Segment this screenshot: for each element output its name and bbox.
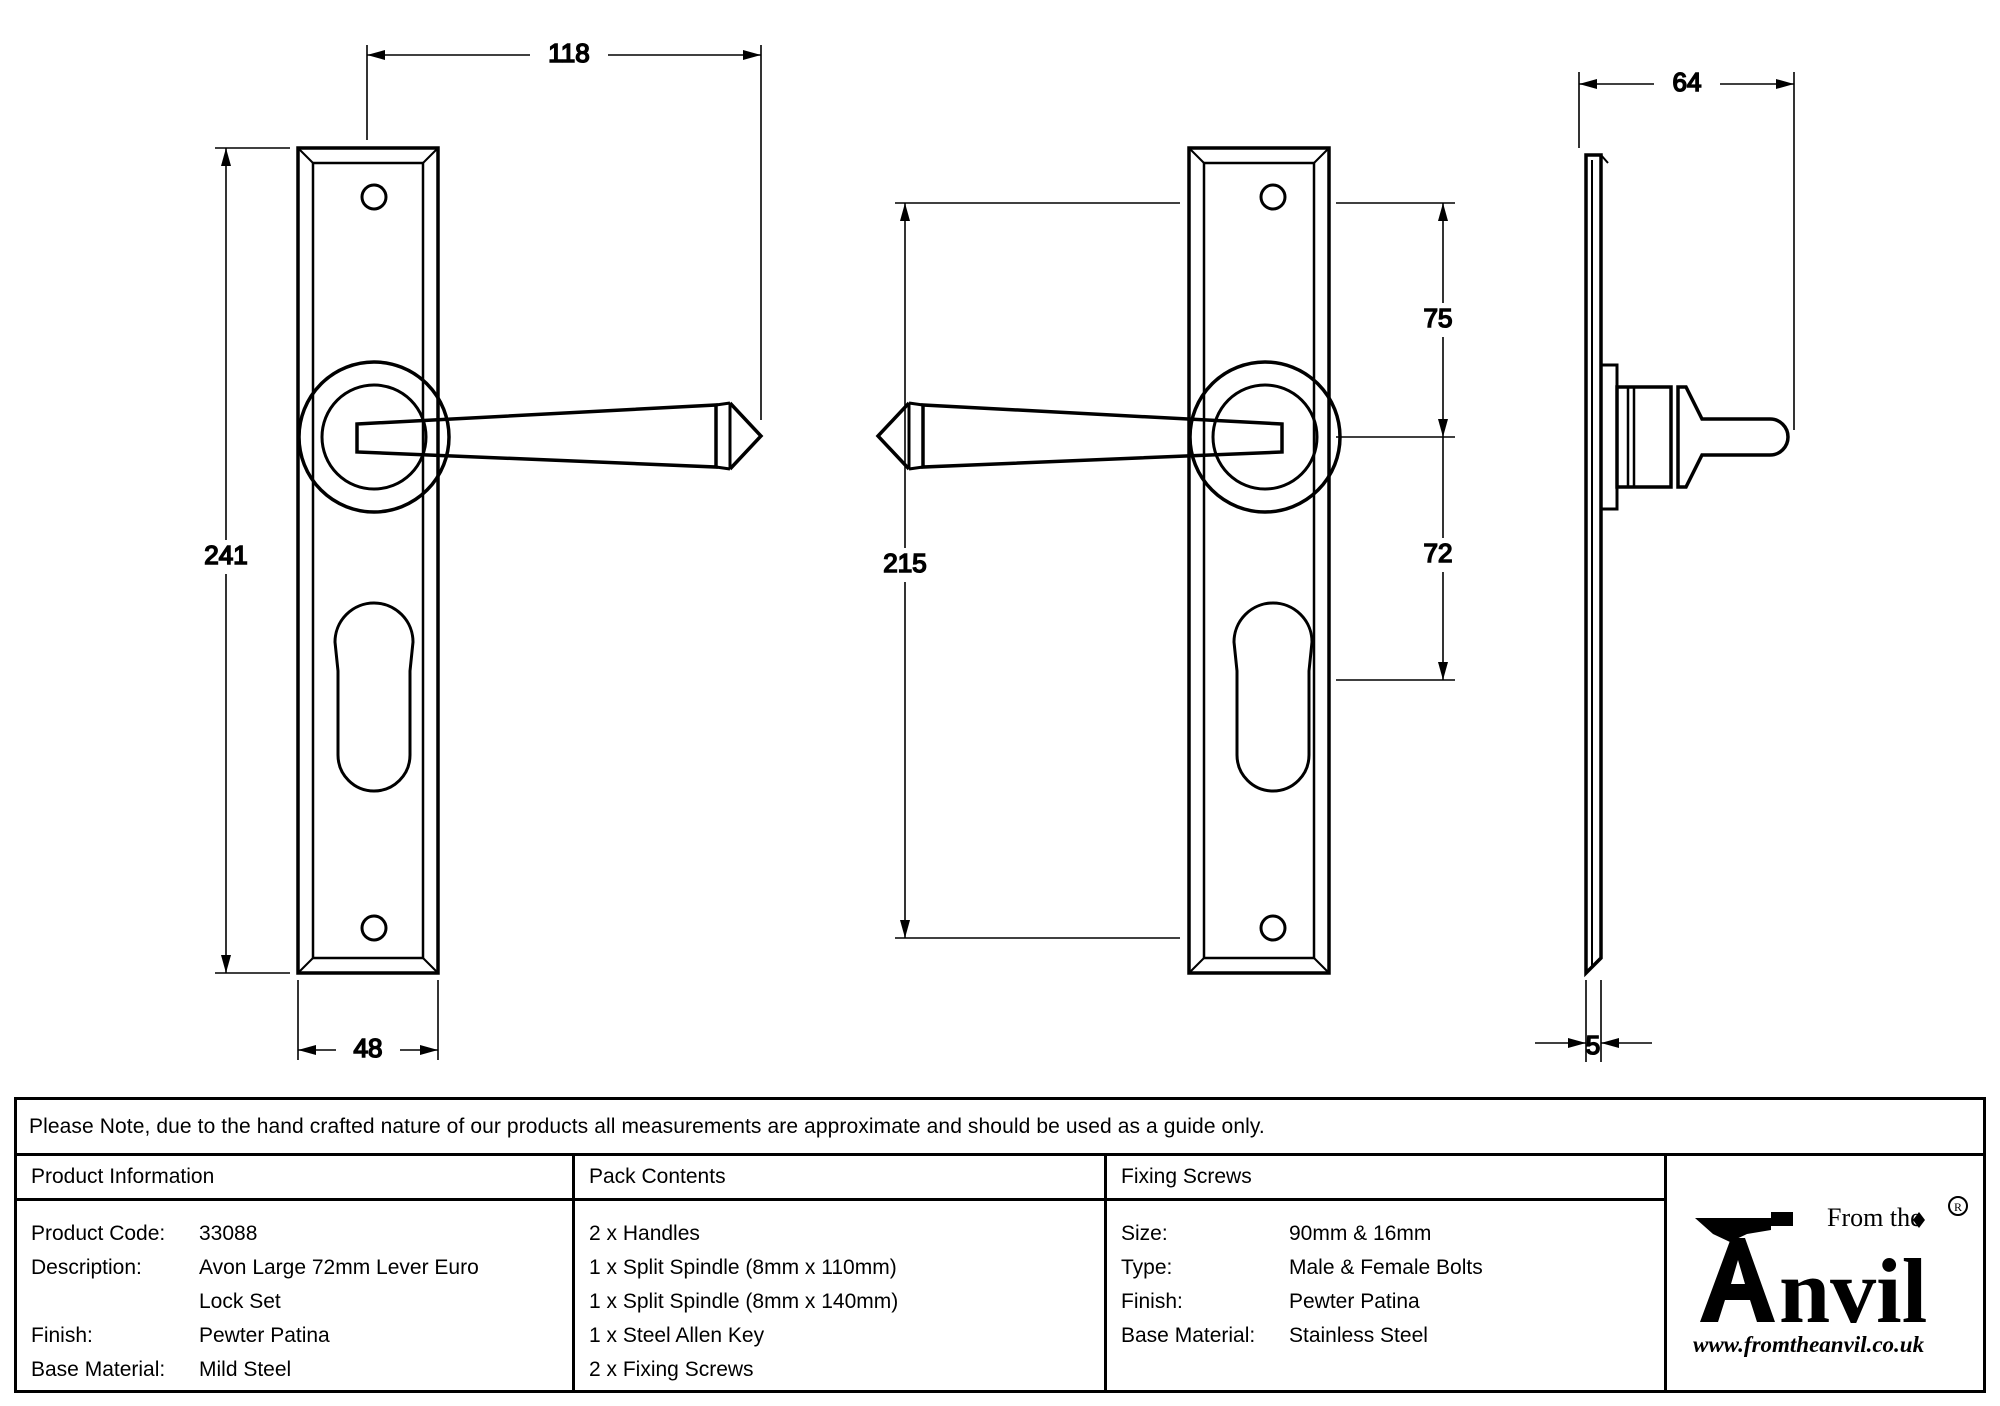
rose-inner-right: [1211, 383, 1319, 491]
fixing-screws-heading: Fixing Screws: [1107, 1156, 1664, 1201]
dim-label-75: 75: [1424, 303, 1453, 333]
dimensions-left-view: 118 241 48: [188, 37, 762, 1067]
side-plate-edge: [1584, 153, 1603, 978]
list-item: 2 x Fixing Screws: [589, 1358, 754, 1381]
rose-inner-left: [320, 383, 428, 491]
product-information-heading: Product Information: [17, 1156, 572, 1201]
screw-base-material-label: Base Material:: [1121, 1324, 1256, 1347]
screw-size-label: Size:: [1121, 1222, 1168, 1245]
screw-finish-label: Finish:: [1121, 1290, 1183, 1313]
table-row: Finish: Pewter Patina: [1121, 1285, 1664, 1319]
description-label-continuation: [31, 1285, 199, 1319]
logo-website-url: www.fromtheanvil.co.uk: [1693, 1332, 1925, 1357]
dim-label-64: 64: [1673, 67, 1702, 97]
side-profile-view: [1584, 153, 1790, 978]
side-rose-barrel: [1615, 385, 1673, 489]
finish-label: Finish:: [31, 1324, 93, 1347]
logo-from-the: From the: [1827, 1203, 1922, 1232]
dim-label-118: 118: [548, 38, 589, 68]
column-brand-logo: nvil From the R www.fromtheanvil.co.uk: [1667, 1156, 1983, 1393]
list-item: 1 x Split Spindle (8mm x 140mm): [589, 1290, 899, 1313]
fixing-hole-bottom-left: [360, 914, 388, 942]
dim-label-215: 215: [883, 548, 926, 578]
lever-tip-right: [875, 401, 911, 471]
list-item: 1 x Steel Allen Key: [589, 1324, 765, 1347]
table-row: Base Material: Mild Steel: [31, 1353, 572, 1387]
table-row: Description: Avon Large 72mm Lever Euro: [31, 1251, 572, 1285]
front-view-left-hand: [296, 146, 764, 975]
screw-finish-value: Pewter Patina: [1289, 1290, 1420, 1313]
table-row: Lock Set: [31, 1285, 572, 1319]
table-row: Finish: Pewter Patina: [31, 1319, 572, 1353]
dim-label-72: 72: [1424, 538, 1453, 568]
dimensions-side-view: 64 5: [1535, 66, 1795, 1062]
euro-keyhole-left: [333, 601, 415, 793]
table-row: Base Material: Stainless Steel: [1121, 1319, 1664, 1353]
column-product-information: Product Information Product Code: 33088 …: [17, 1156, 575, 1393]
euro-keyhole-right: [1232, 601, 1314, 793]
lever-handle-left: [355, 403, 718, 469]
dimensions-right-view: 215 75 72: [865, 202, 1471, 939]
list-item: 1 x Split Spindle (8mm x 110mm): [589, 1256, 897, 1279]
screw-base-material-value: Stainless Steel: [1289, 1324, 1428, 1347]
backplate-bevel-right: [1202, 161, 1316, 960]
logo-letter-a: [1700, 1237, 1775, 1322]
table-row: Size: 90mm & 16mm: [1121, 1217, 1664, 1251]
side-lever: [1676, 385, 1790, 489]
lever-tip-left: [728, 401, 764, 471]
base-material-value: Mild Steel: [199, 1358, 292, 1381]
product-code-value: 33088: [199, 1222, 258, 1245]
description-value-line2: Lock Set: [199, 1290, 281, 1313]
backplate-outline-right: [1187, 146, 1331, 975]
column-fixing-screws: Fixing Screws Size: 90mm & 16mm Type: Ma…: [1107, 1156, 1667, 1393]
base-material-label: Base Material:: [31, 1358, 166, 1381]
brand-logo: nvil From the R www.fromtheanvil.co.uk: [1675, 1190, 1975, 1360]
logo-letters-nvil: nvil: [1779, 1240, 1927, 1342]
fixing-hole-top-right: [1259, 183, 1287, 211]
anvil-shape-icon: [1695, 1211, 1793, 1242]
screw-type-label: Type:: [1121, 1256, 1173, 1279]
backplate-outline-left: [296, 146, 440, 975]
description-value: Avon Large 72mm Lever Euro: [199, 1256, 479, 1279]
fixing-hole-bottom-right: [1259, 914, 1287, 942]
note-text: Please Note, due to the hand crafted nat…: [29, 1114, 1265, 1138]
description-label: Description:: [31, 1256, 142, 1279]
pack-contents-heading: Pack Contents: [575, 1156, 1104, 1201]
screw-type-value: Male & Female Bolts: [1289, 1256, 1483, 1279]
diamond-icon: [1913, 1211, 1925, 1228]
product-information-body: Product Code: 33088 Description: Avon La…: [17, 1201, 572, 1393]
fixing-screws-body: Size: 90mm & 16mm Type: Male & Female Bo…: [1107, 1201, 1664, 1393]
table-row: Type: Male & Female Bolts: [1121, 1251, 1664, 1285]
note-row: Please Note, due to the hand crafted nat…: [17, 1100, 1983, 1156]
front-view-right-hand: [875, 146, 1342, 975]
side-rose-base: [1599, 363, 1619, 511]
dim-label-48: 48: [354, 1033, 383, 1063]
product-code-label: Product Code:: [31, 1222, 166, 1245]
screw-size-value: 90mm & 16mm: [1289, 1222, 1432, 1245]
lever-handle-right: [921, 403, 1284, 469]
finish-value: Pewter Patina: [199, 1324, 330, 1347]
pack-contents-body: 2 x Handles 1 x Split Spindle (8mm x 110…: [575, 1201, 1104, 1393]
rose-outer-left: [297, 360, 451, 514]
dim-label-5: 5: [1586, 1030, 1600, 1060]
information-table: Please Note, due to the hand crafted nat…: [14, 1097, 1986, 1393]
dim-label-241: 241: [204, 540, 247, 570]
fixing-hole-top-left: [360, 183, 388, 211]
list-item: 2 x Handles: [589, 1222, 700, 1245]
backplate-bevel-left: [311, 161, 425, 960]
column-pack-contents: Pack Contents 2 x Handles 1 x Split Spin…: [575, 1156, 1107, 1393]
table-row: Product Code: 33088: [31, 1217, 572, 1251]
anvil-logo-graphic: nvil From the R www.fromtheanvil.co.uk: [1693, 1195, 1968, 1357]
table-columns: Product Information Product Code: 33088 …: [17, 1156, 1983, 1393]
registered-trademark-icon: R: [1954, 1200, 1962, 1214]
